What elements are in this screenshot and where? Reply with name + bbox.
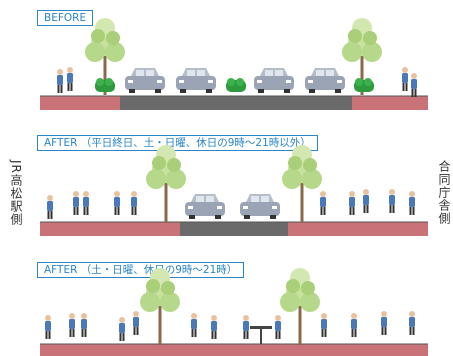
tree-icon: [140, 268, 180, 345]
panel-before: [40, 18, 428, 110]
pedestrian-icon: [69, 313, 75, 337]
side-label-right: 合同庁舎側: [437, 160, 451, 225]
car-icon: [305, 68, 345, 93]
pedestrian-icon: [243, 315, 249, 339]
pedestrian-icon: [349, 191, 355, 215]
pedestrian-icon: [131, 191, 137, 215]
pedestrian-icon: [73, 191, 79, 215]
pedestrian-icon: [67, 67, 73, 91]
sidewalk-right: [352, 96, 428, 110]
pedestrian-icon: [191, 313, 197, 337]
pedestrian-icon: [411, 73, 417, 97]
pedestrian-icon: [211, 315, 217, 339]
panel-label-after-weekday: AFTER （平日終日、土・日曜、休日の9時～21時以外）: [37, 135, 318, 151]
pedestrian-icon: [45, 315, 51, 339]
pedestrian-icon: [363, 189, 369, 213]
pedestrian-icon: [114, 191, 120, 215]
car-icon: [185, 194, 225, 219]
pedestrian-icon: [381, 311, 387, 335]
pedestrian-icon: [81, 313, 87, 337]
pedestrian-icon: [409, 191, 415, 215]
pedestrian-icon: [275, 315, 281, 339]
car-icon: [240, 194, 280, 219]
pedestrian-icon: [320, 191, 326, 215]
panel-label-after-weekend: AFTER （土・日曜、休日の9時～21時）: [37, 262, 245, 278]
panel-label-before: BEFORE: [37, 10, 94, 26]
car-icon: [254, 68, 294, 93]
tree-icon: [280, 268, 320, 345]
tree-icon: [146, 145, 186, 222]
car-icon: [176, 68, 216, 93]
pedestrian-icon: [389, 189, 395, 213]
panel-after-weekday: [40, 145, 428, 236]
roadway: [180, 222, 288, 236]
side-label-left: JR高松駅側: [9, 160, 23, 226]
tree-icon: [282, 145, 322, 222]
sidewalk-right: [288, 222, 428, 236]
hedge-icon: [354, 78, 374, 92]
pedestrian-icon: [321, 313, 327, 337]
car-icon: [125, 68, 165, 93]
pedestrian-icon: [409, 311, 415, 335]
panel-after-weekend: [40, 268, 428, 356]
pedestrian-icon: [119, 317, 125, 341]
roadway: [120, 96, 352, 110]
hedge-icon: [95, 78, 115, 92]
pedestrian-icon: [402, 67, 408, 91]
pedestrian-icon: [351, 313, 357, 337]
pedestrian-icon: [133, 311, 139, 335]
table-icon: [250, 326, 272, 329]
sidewalk-left: [40, 222, 180, 236]
hedge-icon: [226, 78, 246, 92]
pedestrian-icon: [57, 69, 63, 93]
pedestrian-icon: [83, 191, 89, 215]
sidewalk-left: [40, 96, 120, 110]
sidewalk-full: [40, 344, 428, 356]
pedestrian-icon: [47, 195, 53, 219]
